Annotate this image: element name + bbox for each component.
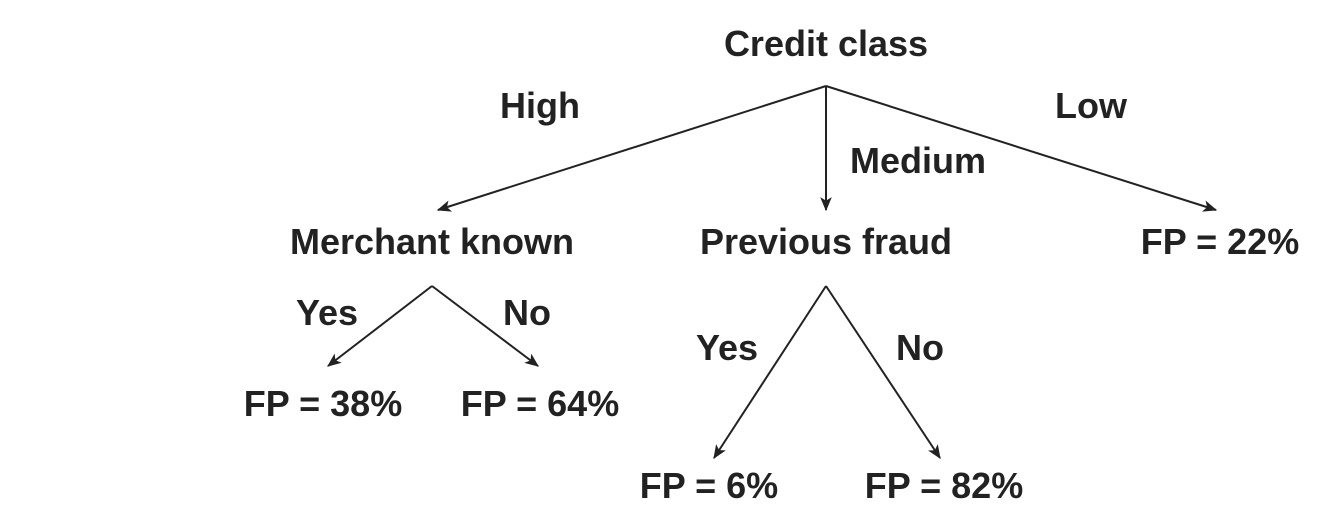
edge-root-high [436,85,827,212]
edge-label-fraud-no: No [896,327,944,368]
edge-label-merchant-no: No [503,292,551,333]
edge-fraud-no [825,285,941,459]
edge-label-low: Low [1055,85,1128,126]
edge-fraud-yes [713,285,827,459]
root-node-label: Credit class [724,23,928,64]
node-previous-fraud-label: Previous fraud [700,221,952,262]
edge-label-fraud-yes: Yes [696,327,758,368]
node-merchant-known-label: Merchant known [290,221,574,262]
leaf-merchant-no-label: FP = 64% [461,383,619,424]
leaf-fraud-no-label: FP = 82% [865,465,1023,506]
leaf-merchant-yes-label: FP = 38% [244,383,402,424]
leaf-fraud-yes-label: FP = 6% [640,465,778,506]
edge-merchant-no [431,285,539,367]
edge-merchant-yes [327,285,433,367]
leaf-low-label: FP = 22% [1141,221,1299,262]
edge-label-medium: Medium [850,140,986,181]
edge-root-low [825,85,1218,212]
edge-label-merchant-yes: Yes [296,292,358,333]
edge-label-high: High [500,85,580,126]
